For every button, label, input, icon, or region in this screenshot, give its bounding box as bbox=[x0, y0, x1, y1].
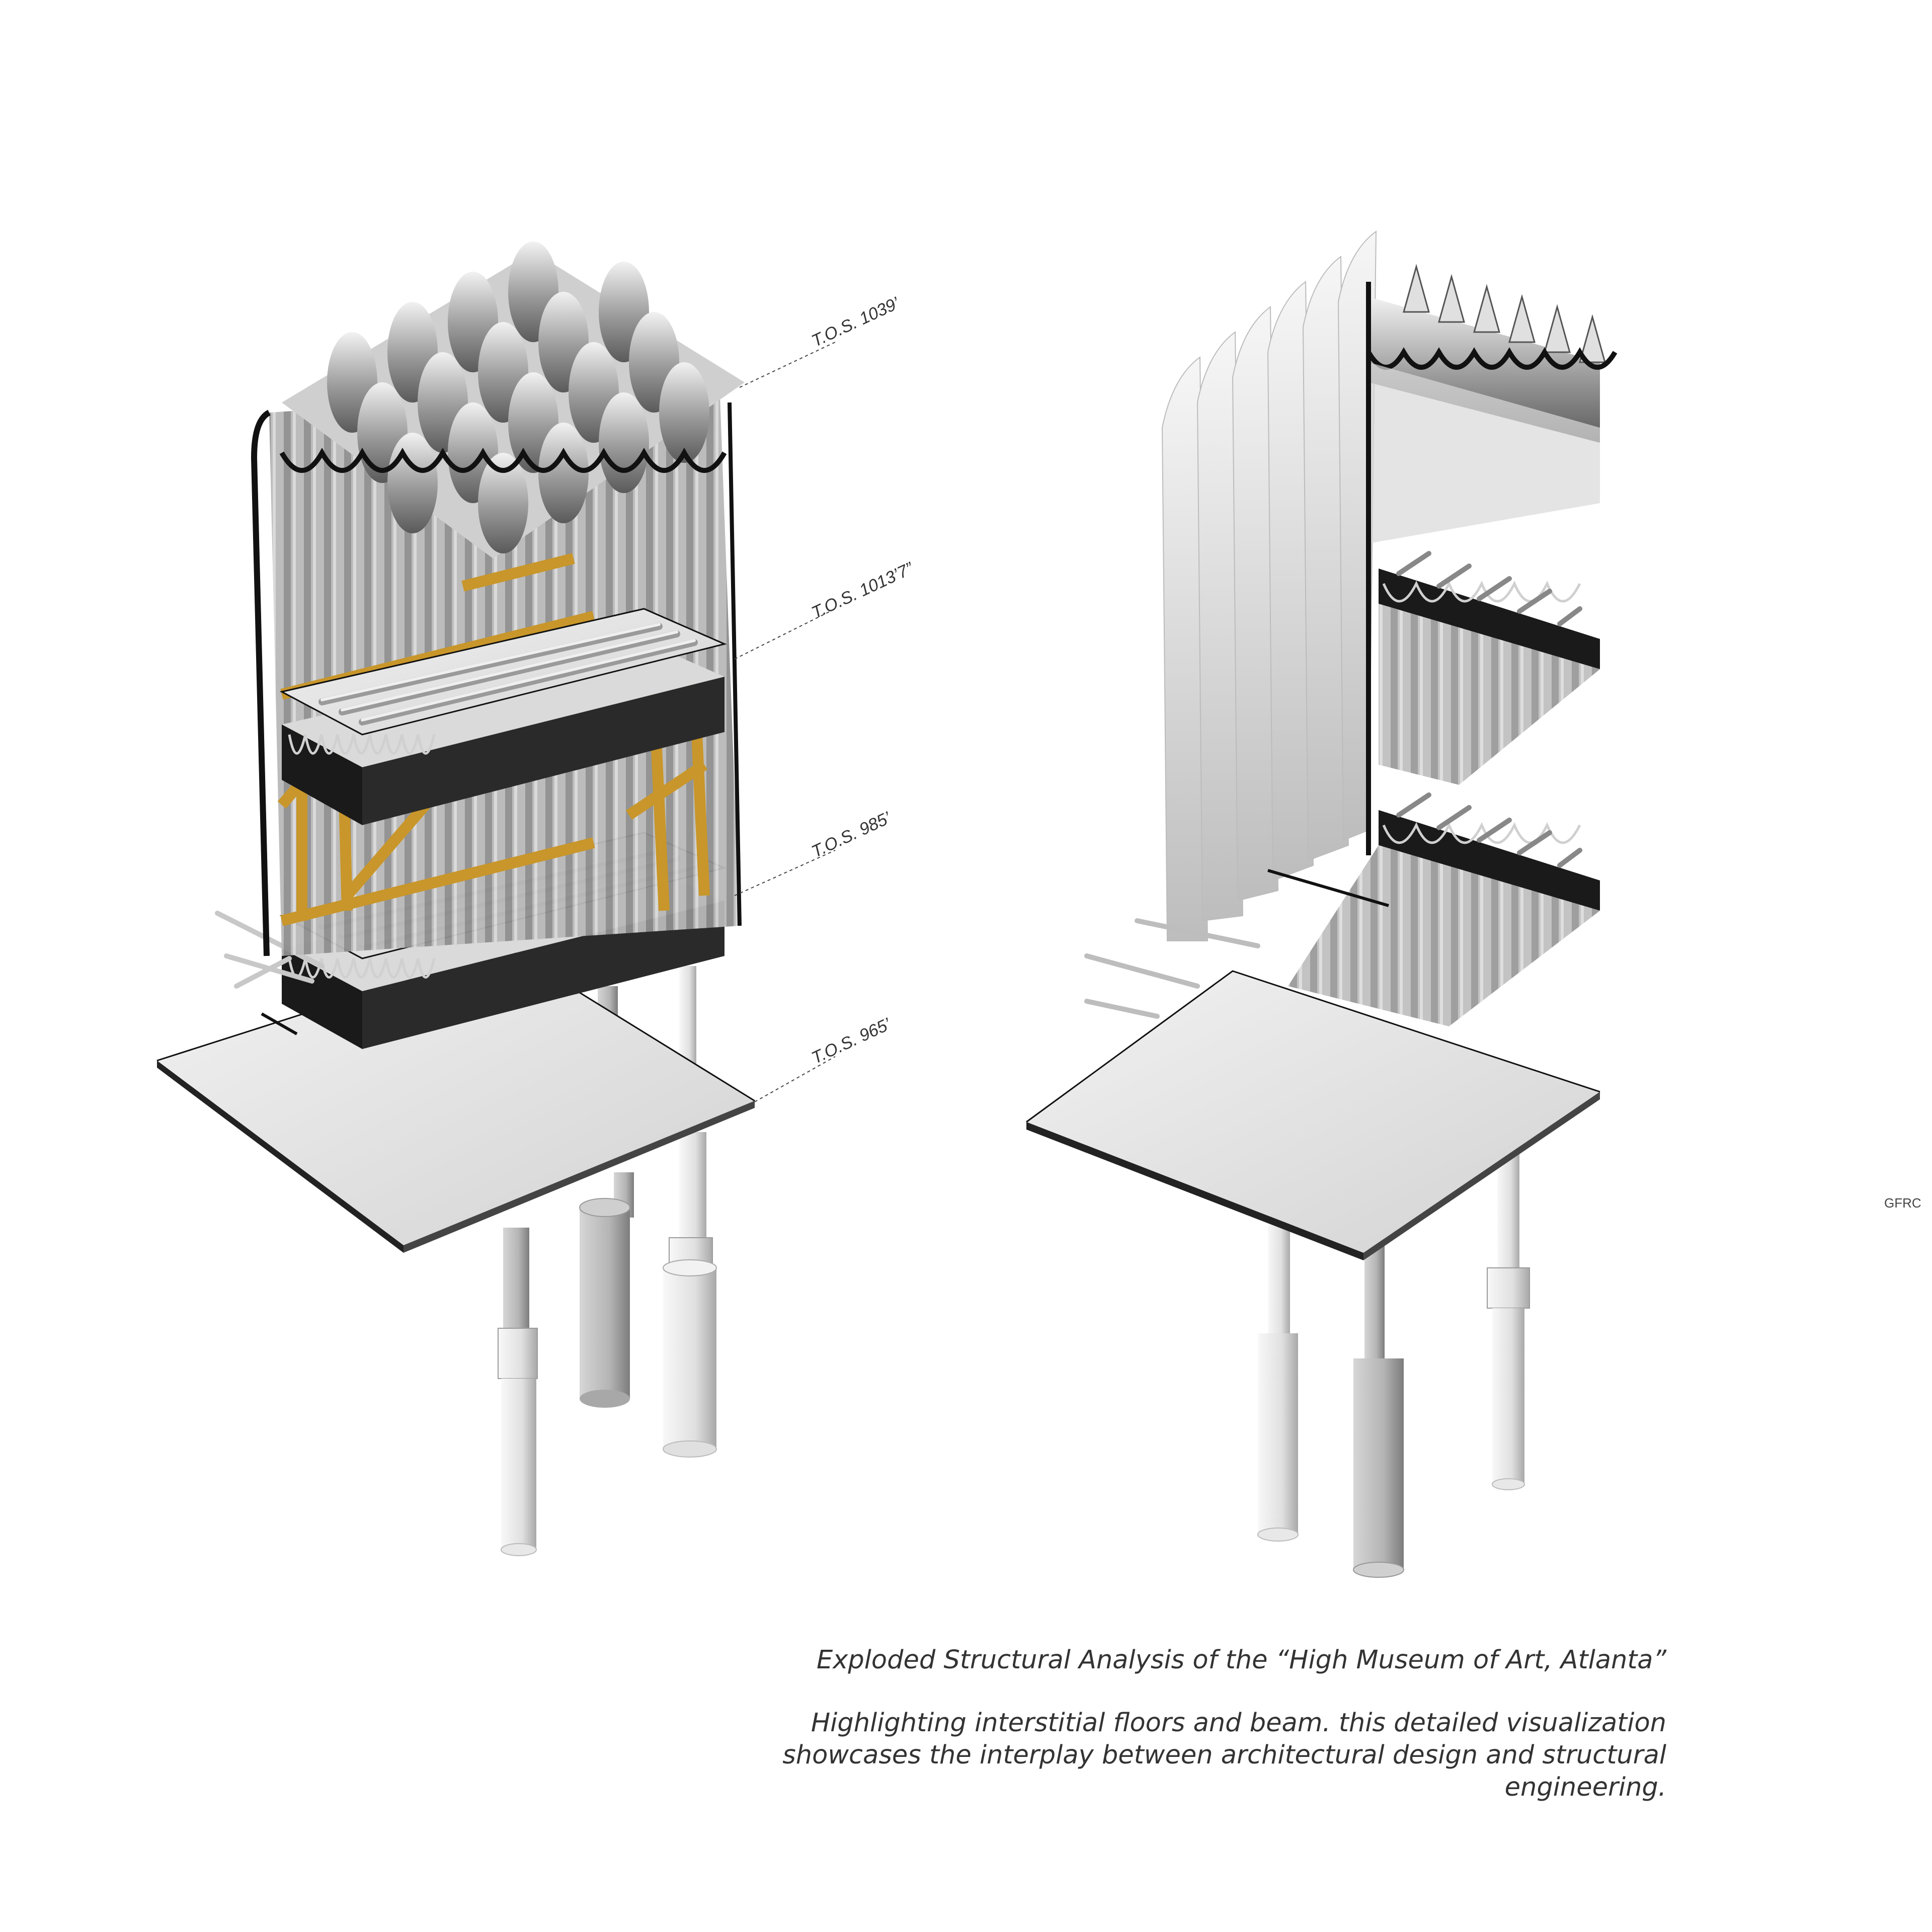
level-label-985: T.O.S. 985’ bbox=[809, 808, 894, 861]
figure-caption: Exploded Structural Analysis of the “Hig… bbox=[660, 1643, 1666, 1804]
material-tag: GFRC bbox=[1884, 1195, 1921, 1211]
left-skylight-roof bbox=[279, 242, 745, 558]
caption-title: Exploded Structural Analysis of the “Hig… bbox=[816, 1645, 1666, 1675]
right-exploded-assembly bbox=[1026, 230, 1618, 1578]
right-pier-left bbox=[1257, 1192, 1299, 1542]
right-pier-group bbox=[1257, 1122, 1530, 1578]
caption-body: Highlighting interstitial floors and bea… bbox=[660, 1707, 1666, 1804]
level-label-965: T.O.S. 965’ bbox=[809, 1014, 894, 1068]
right-pier-rear bbox=[1487, 1122, 1530, 1490]
level-label-1039: T.O.S. 1039’ bbox=[809, 293, 903, 351]
left-pier-front bbox=[498, 1228, 538, 1556]
level-leaders bbox=[734, 342, 836, 1102]
right-pier-middle bbox=[1353, 1228, 1404, 1578]
right-base-slab bbox=[1026, 970, 1600, 1260]
right-upper-floor-section bbox=[1379, 551, 1600, 785]
left-pier-rear bbox=[663, 966, 717, 1458]
right-skylight-section bbox=[1366, 264, 1618, 855]
caption-line: Highlighting interstitial floors and bea… bbox=[811, 1708, 1666, 1738]
left-upper-floor bbox=[279, 608, 727, 825]
caption-line: showcases the interplay between architec… bbox=[782, 1740, 1666, 1770]
caption-line: engineering. bbox=[1504, 1773, 1666, 1802]
right-lower-floor-section bbox=[1084, 792, 1600, 1026]
right-curved-fins bbox=[1161, 230, 1377, 941]
left-exploded-assembly bbox=[156, 242, 836, 1556]
level-label-1013: T.O.S. 1013’7” bbox=[809, 558, 917, 622]
left-base-slab bbox=[156, 947, 755, 1253]
